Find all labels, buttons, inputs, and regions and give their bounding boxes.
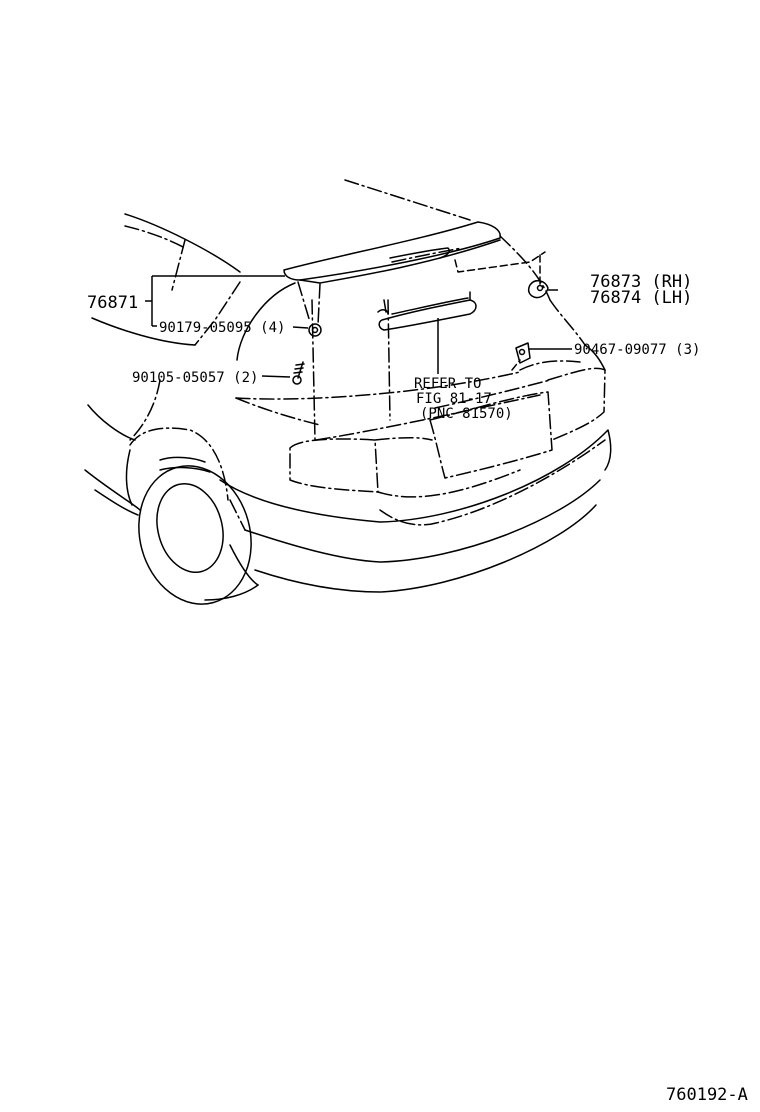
spoiler-screw xyxy=(308,323,322,337)
clip-part xyxy=(511,342,531,371)
spoiler-bolt xyxy=(292,361,305,385)
back-door-handle xyxy=(377,291,477,331)
vehicle-outline xyxy=(84,179,612,605)
part-number-spoiler-screw: 90179-05095 (4) xyxy=(159,320,285,336)
leader-lines xyxy=(145,275,572,378)
stopper-part xyxy=(527,280,549,299)
part-number-clip: 90467-09077 (3) xyxy=(574,342,700,358)
figure-id: 760192-A xyxy=(666,1085,748,1105)
part-number-spoiler-bolt: 90105-05057 (2) xyxy=(132,370,258,386)
refer-note-line-1: REFER TO xyxy=(414,376,481,392)
rear-spoiler xyxy=(283,221,546,326)
refer-note-line-2: FIG 81-17 xyxy=(416,391,492,407)
part-labels: 76871 90179-05095 (4) 90105-05057 (2) 76… xyxy=(87,272,748,1105)
part-number-stopper-rh: 76873 (RH) xyxy=(590,272,692,292)
part-number-stopper-lh: 76874 (LH) xyxy=(590,288,692,308)
part-number-76871: 76871 xyxy=(87,293,138,313)
refer-note-line-3: (PNC 81570) xyxy=(420,406,513,422)
